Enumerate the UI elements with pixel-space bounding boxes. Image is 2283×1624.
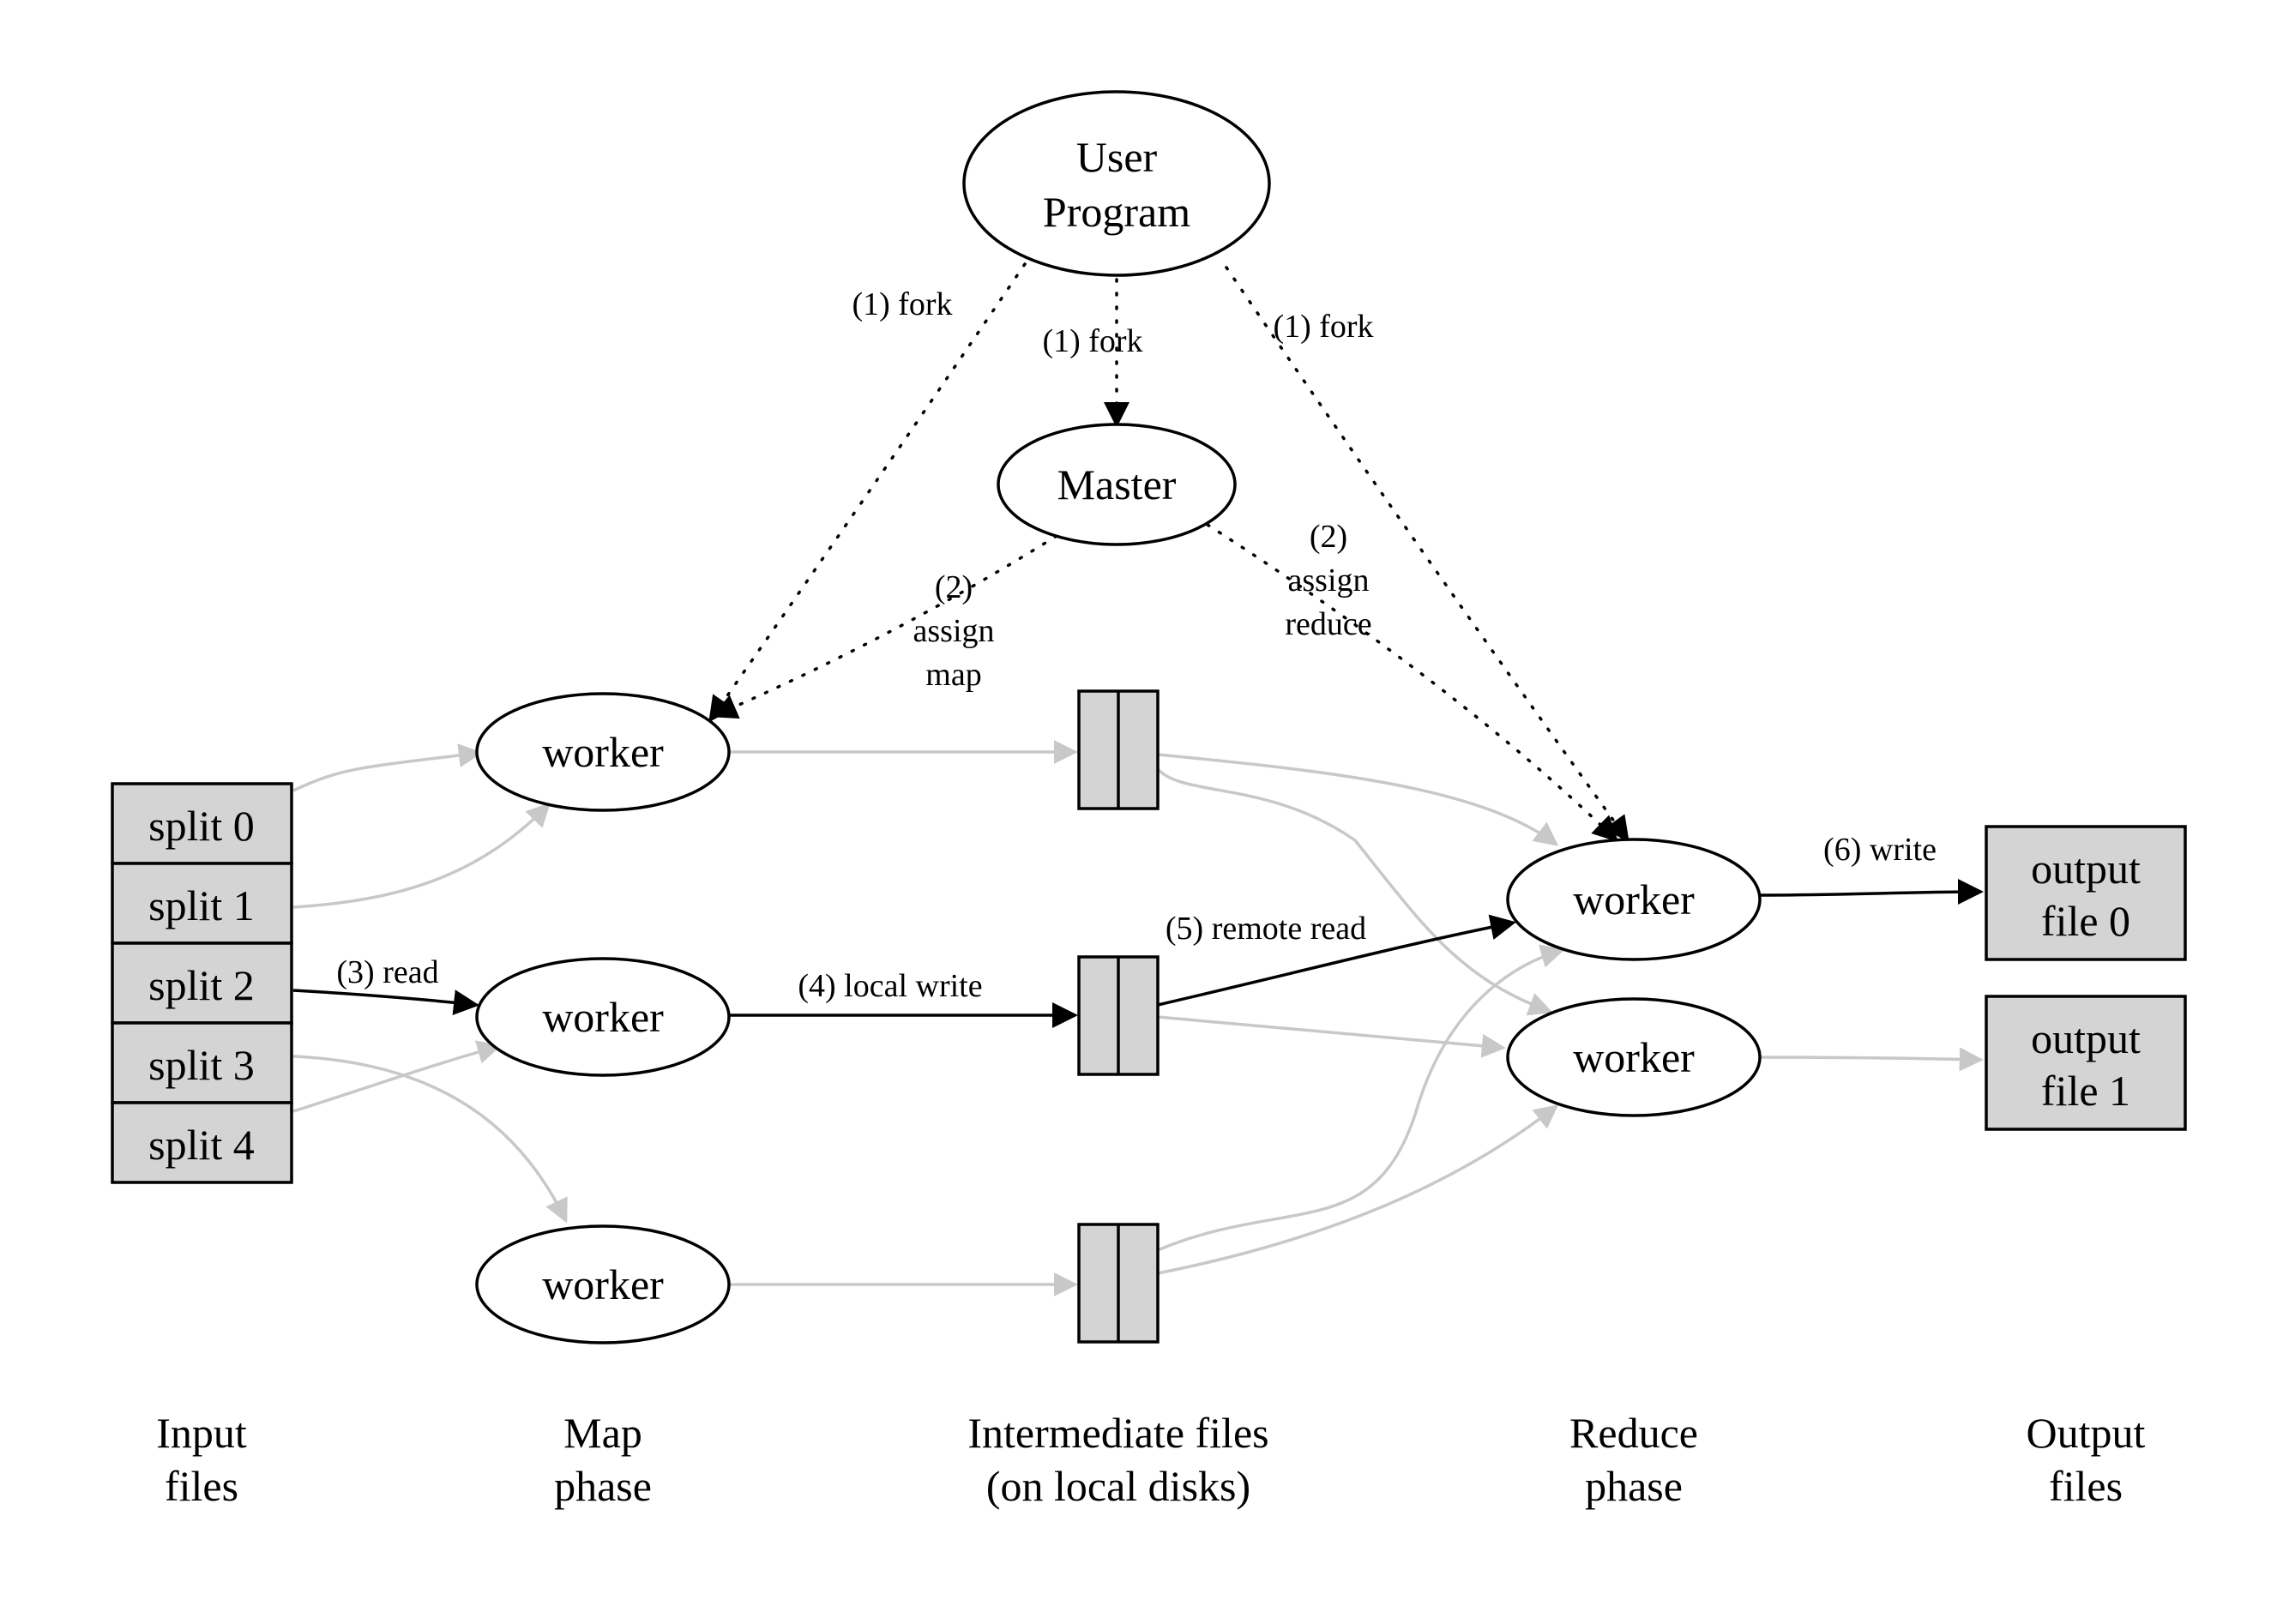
assign-map-label-line3: map	[925, 657, 981, 693]
write-label: (6) write	[1823, 832, 1937, 868]
input-splits: split 0 split 1 split 2 split 3 split 4	[111, 782, 293, 1184]
phase-labels: Input files Map phase Intermediate files…	[156, 1409, 2145, 1510]
split-1	[111, 862, 293, 945]
reduce-worker-2-label: worker	[1573, 1033, 1695, 1081]
reduce-worker-1: worker	[1506, 838, 1762, 961]
split-0-label: split 0	[148, 802, 255, 850]
intermediate-file-2	[1077, 955, 1160, 1076]
output-file-1: output file 1	[1985, 995, 2187, 1131]
local-write-label: (4) local write	[798, 968, 982, 1004]
read-edge	[292, 989, 479, 1016]
split3-to-worker3-edge	[292, 1055, 568, 1224]
map-worker-1: worker	[475, 692, 731, 812]
file1-to-reduce0-edge	[1157, 753, 1559, 846]
reduce1-to-output1-edge	[1758, 1047, 1984, 1072]
split-3-label: split 3	[148, 1041, 255, 1089]
remote-read-label: (5) remote read	[1166, 911, 1366, 947]
file1-to-reduce1-edge	[1156, 767, 1553, 1016]
user-program-label-line1: User	[1076, 133, 1158, 181]
fork-edge-to-reduce-worker	[1225, 266, 1629, 843]
phase-output-line1: Output	[2027, 1409, 2146, 1457]
output-file-0: output file 0	[1985, 825, 2187, 961]
phase-intermediate-line2: (on local disks)	[986, 1462, 1250, 1510]
output-file-0-line2: file 0	[2041, 897, 2130, 945]
split0-to-worker1-edge	[292, 743, 483, 792]
phase-output-line2: files	[2049, 1462, 2123, 1510]
user-program-label-line2: Program	[1043, 188, 1190, 236]
remote-read-edge	[1157, 914, 1516, 1007]
assign-map-edge	[711, 534, 1058, 719]
assign-map-label-line2: assign	[913, 613, 995, 649]
phase-input-line1: Input	[156, 1409, 247, 1457]
read-label: (3) read	[336, 954, 438, 990]
map-worker-2-label: worker	[542, 993, 664, 1041]
split-2-label: split 2	[148, 961, 255, 1009]
user-program-node: User Program	[962, 90, 1271, 277]
reduce-worker-1-label: worker	[1573, 875, 1695, 923]
file3-to-reduce0-edge	[1157, 944, 1565, 1252]
phase-intermediate-line1: Intermediate files	[967, 1409, 1268, 1457]
file3-to-reduce1-edge	[1157, 1104, 1559, 1275]
phase-reduce-line2: phase	[1585, 1462, 1683, 1510]
reduce-worker-2: worker	[1506, 997, 1762, 1117]
fork-edge-to-map-worker	[708, 262, 1027, 723]
fork-label-left: (1) fork	[852, 286, 952, 322]
split-4	[111, 1101, 293, 1184]
assign-reduce-label-line3: reduce	[1285, 606, 1371, 642]
map-worker-2: worker	[475, 957, 731, 1077]
output-file-1-line1: output	[2031, 1014, 2141, 1062]
intermediate-file-1	[1077, 689, 1160, 810]
split-2	[111, 941, 293, 1025]
output-file-1-line2: file 1	[2041, 1067, 2130, 1115]
master-label: Master	[1057, 460, 1177, 508]
map-worker-3-label: worker	[542, 1260, 664, 1308]
phase-map-line1: Map	[563, 1409, 642, 1457]
master-node: Master	[997, 423, 1237, 546]
split-0	[111, 782, 293, 865]
split4-to-worker2-edge	[292, 1040, 502, 1113]
assign-reduce-label-line1: (2)	[1310, 519, 1347, 555]
split-4-label: split 4	[148, 1121, 255, 1169]
assign-reduce-edge	[1206, 523, 1619, 843]
map-worker-1-label: worker	[542, 728, 664, 776]
fork-label-right: (1) fork	[1273, 309, 1373, 345]
phase-map-line2: phase	[554, 1462, 652, 1510]
phase-input-line2: files	[165, 1462, 238, 1510]
output-file-0-line1: output	[2031, 845, 2141, 893]
phase-reduce-line1: Reduce	[1569, 1409, 1698, 1457]
assign-map-label-line1: (2)	[935, 569, 973, 605]
split-1-label: split 1	[148, 881, 255, 929]
map-worker-3: worker	[475, 1224, 731, 1344]
fork-label-center: (1) fork	[1042, 323, 1142, 359]
assign-reduce-label-line2: assign	[1288, 562, 1370, 598]
split-3	[111, 1021, 293, 1104]
write-edge	[1758, 879, 1984, 905]
intermediate-file-3	[1077, 1223, 1160, 1344]
split1-to-worker1-edge	[292, 802, 551, 909]
